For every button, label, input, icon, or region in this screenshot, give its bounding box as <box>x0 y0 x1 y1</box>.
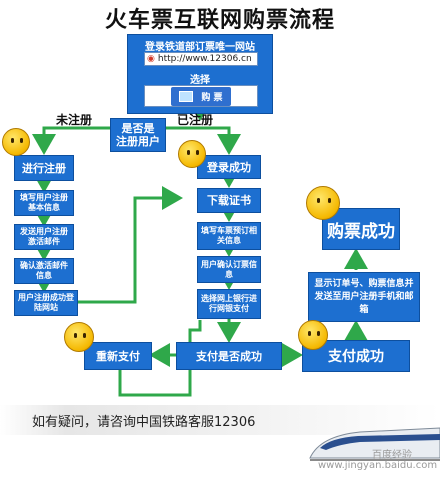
buy-ticket-button: 购 票 <box>171 86 231 106</box>
step-send-activation-mail: 发送用户注册激活邮件 <box>14 224 74 250</box>
footer-band <box>0 405 440 435</box>
step-fill-user-info: 填写用户注册基本信息 <box>14 190 74 216</box>
cheering-smiley-icon <box>298 320 328 350</box>
step-repay: 重新支付 <box>84 342 152 370</box>
footer-note: 如有疑问，请咨询中国铁路客服12306 <box>32 415 256 430</box>
website-entry-box: 登录铁道部订票唯一网站 ◉ http://www.12306.cn 选择 购 票 <box>127 34 273 114</box>
worried-smiley-icon <box>2 128 30 156</box>
choose-label: 选择 <box>190 75 210 86</box>
branch-unregistered-label: 未注册 <box>56 113 93 127</box>
url-bar: ◉ http://www.12306.cn <box>144 52 258 66</box>
diagram-title: 火车票互联网购票流程 <box>104 8 335 33</box>
monitor-icon <box>179 90 194 102</box>
step-notify-user: 显示订单号、购票信息并发送至用户注册手机和邮箱 <box>308 272 420 322</box>
watermark-url: www.jingyan.baidu.com <box>318 460 438 471</box>
step-fill-booking-info: 填写车票预订相关信息 <box>197 222 261 250</box>
step-online-bank-pay: 选择网上银行进行网银支付 <box>197 289 261 319</box>
login-website-label: 登录铁道部订票唯一网站 <box>145 42 255 53</box>
step-login-success: 登录成功 <box>197 155 261 179</box>
step-register-success: 用户注册成功登陆网站 <box>14 290 78 316</box>
laughing-smiley-icon <box>306 186 340 220</box>
step-download-certificate: 下载证书 <box>197 188 261 213</box>
happy-smiley-icon <box>178 140 206 168</box>
high-speed-train-icon <box>309 427 440 461</box>
buy-button-bar: 购 票 <box>144 85 258 107</box>
branch-registered-label: 已注册 <box>177 113 214 127</box>
url-text: http://www.12306.cn <box>157 54 252 64</box>
step-confirm-order: 用户确认订票信息 <box>197 256 261 283</box>
decision-pay-success: 支付是否成功 <box>176 342 282 370</box>
sweating-smiley-icon <box>64 322 94 352</box>
decision-registered-user: 是否是 注册用户 <box>110 118 166 152</box>
browser-icon: ◉ <box>147 54 155 64</box>
buy-button-label: 购 票 <box>201 92 223 103</box>
watermark-brand: 百度经验 <box>372 450 412 461</box>
step-confirm-activation: 确认激活邮件信息 <box>14 258 74 284</box>
step-register: 进行注册 <box>14 155 74 181</box>
